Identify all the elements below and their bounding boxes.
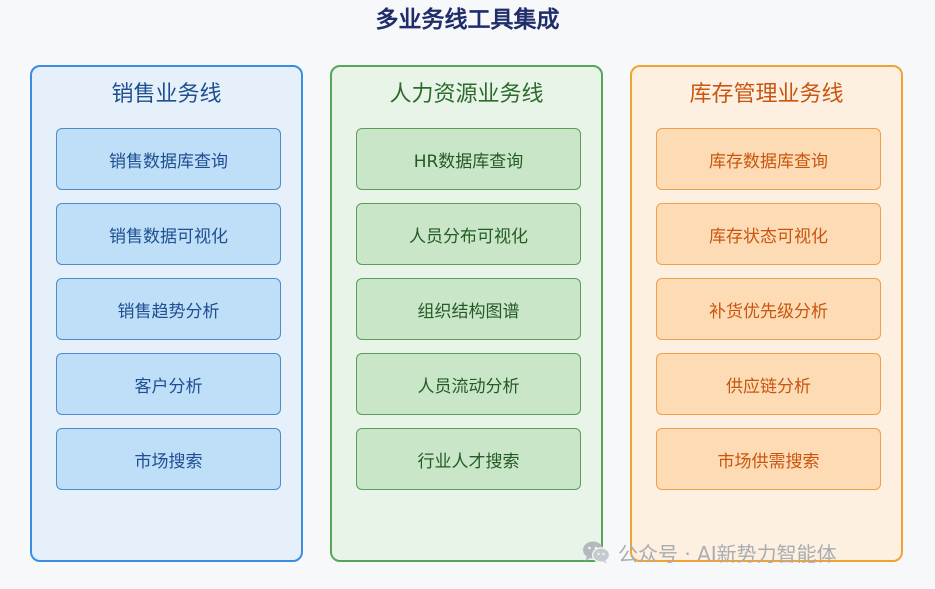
tool-sales-data-visualization[interactable]: 销售数据可视化 (56, 203, 281, 265)
tool-restock-priority-analysis[interactable]: 补货优先级分析 (656, 278, 881, 340)
tool-inventory-db-query[interactable]: 库存数据库查询 (656, 128, 881, 190)
tool-market-supply-demand-search[interactable]: 市场供需搜索 (656, 428, 881, 490)
panel-title-inventory: 库存管理业务线 (689, 82, 844, 107)
tool-hr-db-query[interactable]: HR数据库查询 (356, 128, 581, 190)
tool-industry-talent-search[interactable]: 行业人才搜索 (356, 428, 581, 490)
tool-inventory-status-visualization[interactable]: 库存状态可视化 (656, 203, 881, 265)
wechat-icon (582, 540, 611, 564)
tool-supply-chain-analysis[interactable]: 供应链分析 (656, 353, 881, 415)
watermark: 公众号 · AI新势力智能体 (582, 538, 837, 566)
panel-sales: 销售业务线 销售数据库查询 销售数据可视化 销售趋势分析 客户分析 市场搜索 (30, 65, 303, 562)
tool-sales-db-query[interactable]: 销售数据库查询 (56, 128, 281, 190)
panel-inventory: 库存管理业务线 库存数据库查询 库存状态可视化 补货优先级分析 供应链分析 市场… (630, 65, 903, 562)
tool-org-structure-graph[interactable]: 组织结构图谱 (356, 278, 581, 340)
tool-sales-trend-analysis[interactable]: 销售趋势分析 (56, 278, 281, 340)
watermark-text: 公众号 · AI新势力智能体 (618, 541, 837, 566)
tool-staff-distribution-visualization[interactable]: 人员分布可视化 (356, 203, 581, 265)
page-title: 多业务线工具集成 (375, 7, 560, 33)
panel-title-hr: 人力资源业务线 (389, 82, 544, 107)
tool-market-search[interactable]: 市场搜索 (56, 428, 281, 490)
tool-staff-turnover-analysis[interactable]: 人员流动分析 (356, 353, 581, 415)
panel-hr: 人力资源业务线 HR数据库查询 人员分布可视化 组织结构图谱 人员流动分析 行业… (330, 65, 603, 562)
panel-title-sales: 销售业务线 (111, 82, 222, 107)
tool-customer-analysis[interactable]: 客户分析 (56, 353, 281, 415)
